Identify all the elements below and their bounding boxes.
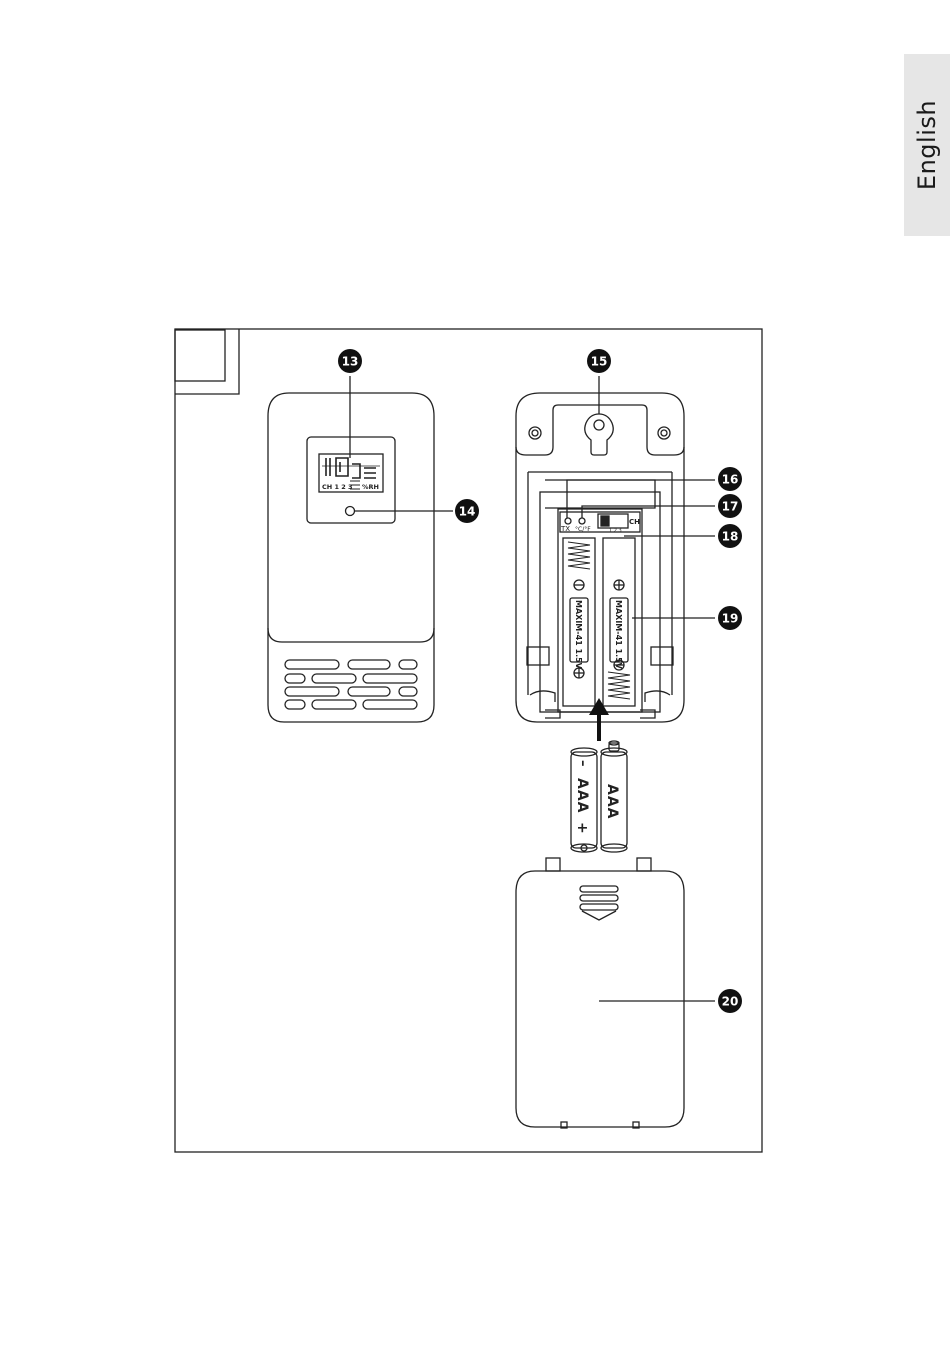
callout-20-label: 20 xyxy=(722,995,739,1009)
compartment-unit-label: °C/°F xyxy=(575,526,591,533)
battery-marking-right: MAXIM-41 1.5V xyxy=(614,600,623,670)
sensor-back xyxy=(516,393,684,722)
insert-arrow xyxy=(589,698,609,741)
callout-20: 20 xyxy=(718,989,742,1013)
battery-left-type: AAA xyxy=(574,778,590,814)
compartment-tx-label: TX xyxy=(560,525,570,533)
callout-16-label: 16 xyxy=(722,473,739,487)
display-ch-label: CH 1 2 3 xyxy=(322,483,353,491)
callout-13: 13 xyxy=(338,349,362,373)
callout-19: 19 xyxy=(718,606,742,630)
back-leaders xyxy=(567,376,715,618)
callout-15: 15 xyxy=(587,349,611,373)
callout-16: 16 xyxy=(718,467,742,491)
sensor-front xyxy=(268,393,453,722)
callout-18-label: 18 xyxy=(722,530,739,544)
battery-left-minus: – xyxy=(575,760,590,767)
battery-cover xyxy=(516,858,715,1128)
sensor-vents xyxy=(285,660,417,709)
compartment-ch-label: CH xyxy=(629,518,640,526)
display-rh-label: %RH xyxy=(362,483,379,491)
figure-number-inner-box xyxy=(175,330,225,381)
callout-15-label: 15 xyxy=(591,355,608,369)
callout-14-label: 14 xyxy=(459,505,476,519)
battery-marking-left: MAXIM-41 1.5V xyxy=(574,600,583,670)
compartment-ch-positions: 1 2 3 xyxy=(609,528,622,534)
figure-frame xyxy=(175,329,762,1152)
battery-right-type: AAA xyxy=(604,784,620,820)
battery-left-plus: + xyxy=(574,822,590,834)
callout-17-label: 17 xyxy=(722,500,739,514)
callout-13-label: 13 xyxy=(342,355,359,369)
callout-19-label: 19 xyxy=(722,612,739,626)
callout-17: 17 xyxy=(718,494,742,518)
figure-number-box xyxy=(175,329,239,394)
sensor-led xyxy=(346,507,355,516)
callout-18: 18 xyxy=(718,524,742,548)
callout-14: 14 xyxy=(455,499,479,523)
sensor-display-window xyxy=(307,437,395,523)
